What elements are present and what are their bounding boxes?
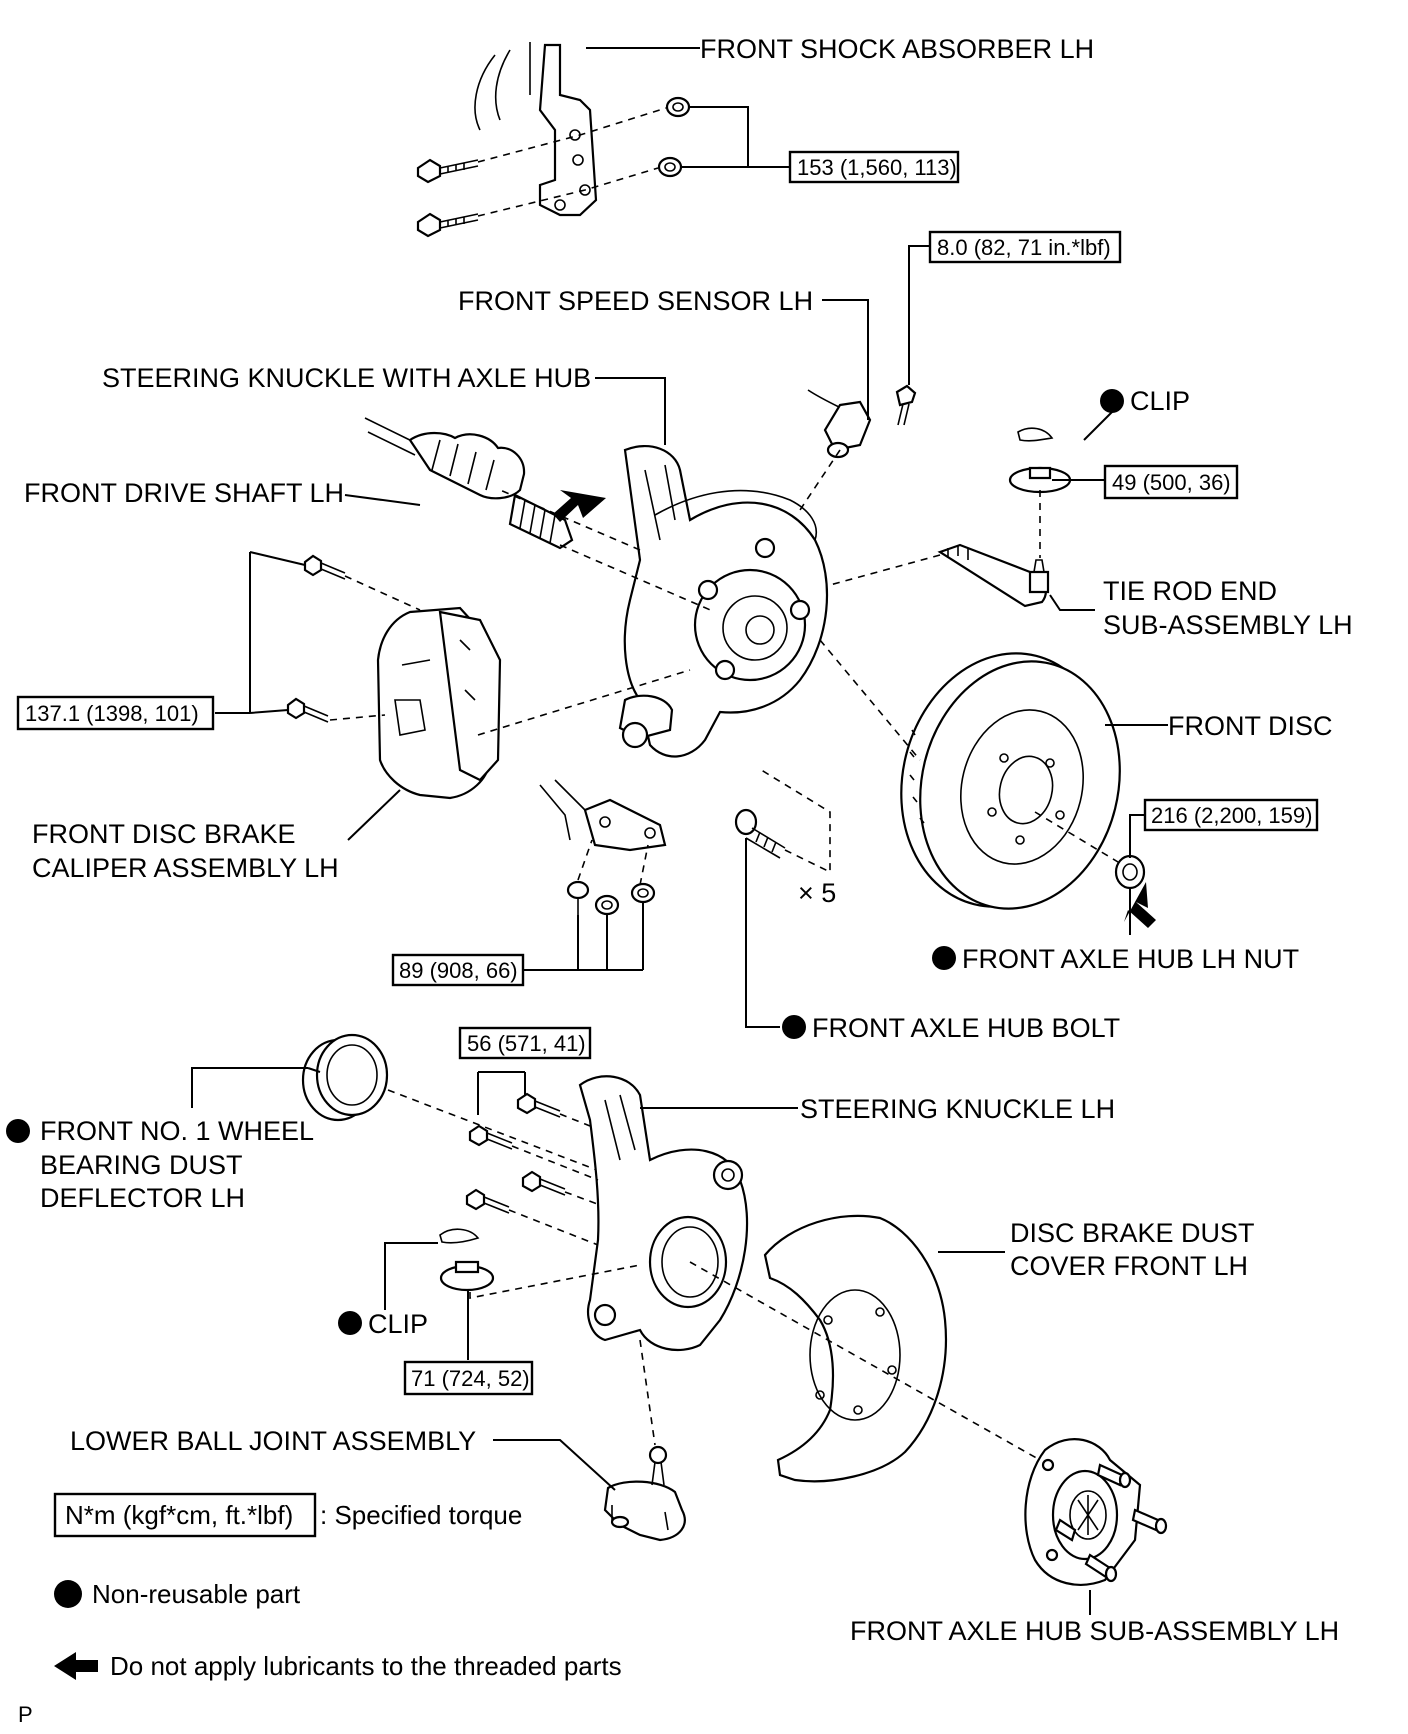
ball-joint-bracket-drawing (539, 779, 667, 916)
torque-box-axle-nut: 216 (2,200, 159) (1143, 798, 1319, 832)
legend: N*m (kgf*cm, ft.*lbf) : Specified torque… (53, 1492, 622, 1681)
legend-non-reusable: Non-reusable part (92, 1579, 301, 1609)
knuckle-bolts-drawing (465, 1092, 601, 1246)
torque-box-speed-sensor: 8.0 (82, 71 in.*lbf) (928, 230, 1122, 264)
label-dust-cover-1: DISC BRAKE DUST (1010, 1218, 1255, 1248)
torque-value: 89 (908, 66) (399, 958, 518, 983)
label-clip-upper: CLIP (1130, 386, 1190, 416)
dust-cover-drawing (763, 1214, 948, 1483)
label-clip-lower: CLIP (368, 1309, 428, 1339)
torque-value: 56 (571, 41) (467, 1031, 586, 1056)
torque-value: 216 (2,200, 159) (1151, 803, 1312, 828)
non-reusable-icon (54, 1580, 82, 1608)
no-lubricant-arrow-icon (553, 490, 606, 522)
legend-torque-text: : Specified torque (320, 1500, 522, 1530)
label-front-drive-shaft: FRONT DRIVE SHAFT LH (24, 478, 344, 508)
label-axle-hub-bolt: FRONT AXLE HUB BOLT (812, 1013, 1120, 1043)
torque-box-lower-ball-joint-nut: 71 (724, 52) (403, 1360, 534, 1396)
torque-box-knuckle-bolts: 56 (571, 41) (458, 1026, 592, 1060)
legend-no-lubricant: Do not apply lubricants to the threaded … (110, 1651, 622, 1681)
label-times-five: × 5 (798, 878, 836, 908)
label-lower-ball-joint: LOWER BALL JOINT ASSEMBLY (70, 1426, 476, 1456)
label-dust-deflector-2: BEARING DUST (40, 1150, 243, 1180)
axle-hub-bolt-drawing (734, 767, 831, 874)
label-front-shock-absorber: FRONT SHOCK ABSORBER LH (700, 34, 1094, 64)
drive-shaft-drawing (364, 417, 574, 550)
label-steering-knuckle-with-axle-hub: STEERING KNUCKLE WITH AXLE HUB (102, 363, 591, 393)
torque-value: 8.0 (82, 71 in.*lbf) (937, 235, 1111, 260)
label-axle-hub-sub-assembly: FRONT AXLE HUB SUB-ASSEMBLY LH (850, 1616, 1339, 1646)
torque-box-tie-rod-nut: 49 (500, 36) (1103, 464, 1239, 500)
label-tie-rod-end-1: TIE ROD END (1103, 576, 1277, 606)
label-corner-mark: P (18, 1702, 33, 1727)
non-reusable-icon (338, 1311, 362, 1335)
no-lubricant-arrow-icon (1124, 882, 1156, 928)
label-dust-deflector-1: FRONT NO. 1 WHEEL (40, 1116, 314, 1146)
torque-value: 137.1 (1398, 101) (25, 701, 199, 726)
torque-value: 153 (1,560, 113) (797, 155, 957, 180)
label-steering-knuckle: STEERING KNUCKLE LH (800, 1094, 1115, 1124)
label-caliper-1: FRONT DISC BRAKE (32, 819, 296, 849)
torque-box-caliper-bolts: 137.1 (1398, 101) (16, 695, 215, 731)
axle-hub-assembly-drawing (1024, 1438, 1168, 1586)
torque-value: 71 (724, 52) (411, 1366, 530, 1391)
non-reusable-icon (932, 946, 956, 970)
shock-absorber-drawing (416, 42, 691, 238)
torque-box-ball-joint-nuts: 89 (908, 66) (391, 953, 525, 987)
legend-torque-units: N*m (kgf*cm, ft.*lbf) (65, 1500, 293, 1530)
lower-axis-line (689, 1261, 1041, 1461)
arrow-left-icon (54, 1652, 98, 1680)
label-axle-hub-nut: FRONT AXLE HUB LH NUT (962, 944, 1299, 974)
legend-torque-box (53, 1492, 317, 1538)
knuckle-hub-drawing (618, 445, 829, 758)
label-caliper-2: CALIPER ASSEMBLY LH (32, 853, 339, 883)
lower-ball-joint-drawing (603, 1339, 686, 1542)
torque-box-shock-nuts: 153 (1,560, 113) (788, 150, 960, 184)
steering-knuckle-drawing (578, 1075, 749, 1352)
label-dust-cover-2: COVER FRONT LH (1010, 1251, 1248, 1281)
non-reusable-icon (6, 1119, 30, 1143)
caliper-drawing (286, 554, 502, 800)
label-front-speed-sensor: FRONT SPEED SENSOR LH (458, 286, 813, 316)
non-reusable-icon (782, 1015, 806, 1039)
tie-rod-end-drawing (937, 427, 1072, 608)
upper-axis-lines (477, 449, 1041, 761)
speed-sensor-drawing (807, 384, 917, 459)
front-disc-drawing (900, 652, 1146, 910)
lower-clip-nut-drawing (439, 1228, 641, 1299)
label-tie-rod-end-2: SUB-ASSEMBLY LH (1103, 610, 1353, 640)
label-front-disc: FRONT DISC (1168, 711, 1333, 741)
dust-deflector-drawing (301, 1033, 611, 1176)
label-dust-deflector-3: DEFLECTOR LH (40, 1183, 245, 1213)
non-reusable-icon (1100, 389, 1124, 413)
torque-value: 49 (500, 36) (1112, 470, 1231, 495)
